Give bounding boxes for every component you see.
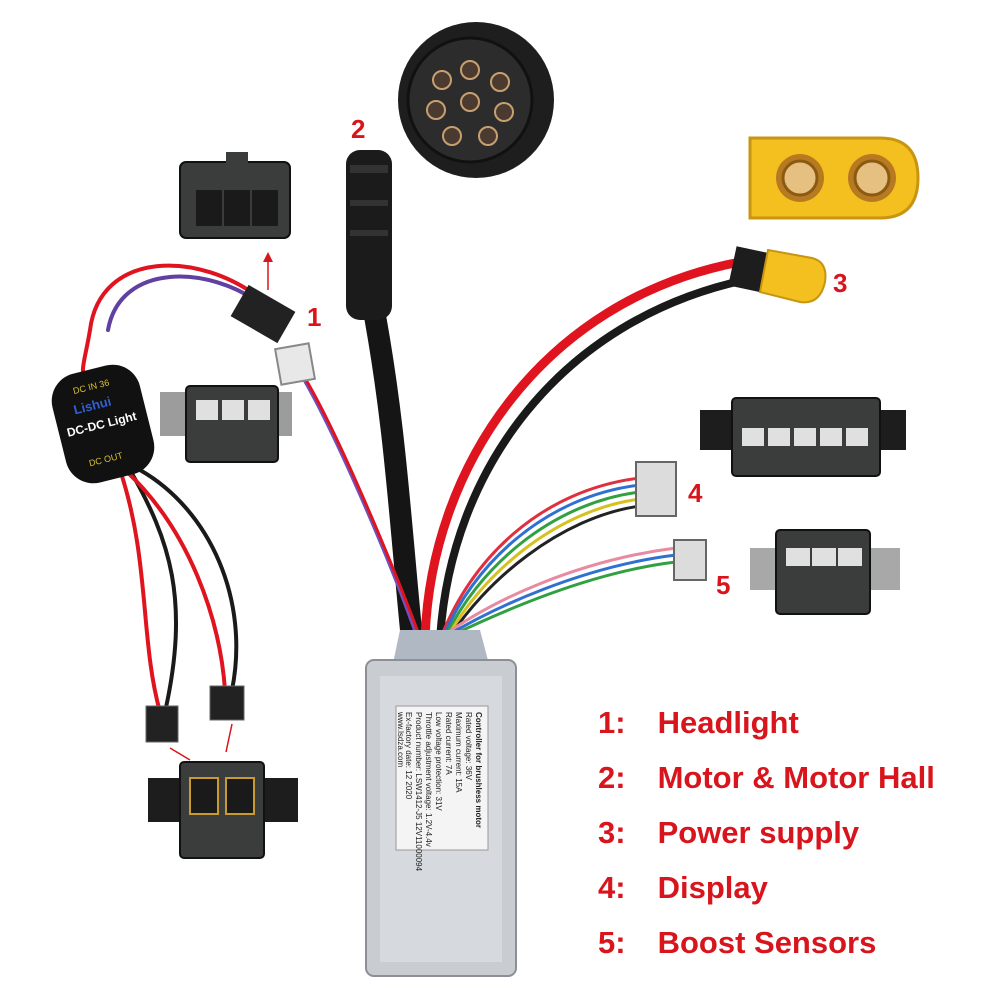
legend-item: 3: Power supply xyxy=(598,810,988,865)
legend-label: Motor & Motor Hall xyxy=(657,760,935,795)
callout-1: 1 xyxy=(307,302,322,332)
legend-number: 4: xyxy=(598,870,626,905)
callout-3: 3 xyxy=(833,268,848,298)
controller-label-line: www.lsdza.com xyxy=(396,711,405,767)
controller-label-line: Ex-factory date: 12 2020 xyxy=(404,712,413,800)
legend-item: 2: Motor & Motor Hall xyxy=(598,755,988,810)
legend: 1: Headlight 2: Motor & Motor Hall 3: Power… xyxy=(598,700,988,975)
controller-label-line: Rated current: 7A xyxy=(444,712,453,775)
legend-item: 5: Boost Sensors xyxy=(598,920,988,975)
motor-plug xyxy=(346,150,392,320)
legend-number: 5: xyxy=(598,925,626,960)
callout-4: 4 xyxy=(688,478,703,508)
callout-2: 2 xyxy=(351,114,366,144)
xt60-plug xyxy=(728,246,827,304)
display-socket xyxy=(700,397,906,477)
arrow-up-head xyxy=(263,252,273,262)
boost-sensor-socket xyxy=(750,529,900,615)
motor-connector-face xyxy=(398,22,554,178)
xt60-face xyxy=(748,136,920,220)
callout-5: 5 xyxy=(716,570,731,600)
headlight-connector-face xyxy=(179,152,291,239)
legend-label: Boost Sensors xyxy=(657,925,877,960)
legend-item: 1: Headlight xyxy=(598,700,988,755)
arrow-left-plug xyxy=(169,747,191,761)
legend-number: 1: xyxy=(598,705,626,740)
display-plug xyxy=(635,461,677,517)
dc-dc-converter: DC IN 36 Lishui DC-DC Light DC OUT xyxy=(51,364,155,484)
legend-label: Headlight xyxy=(657,705,799,740)
legend-label: Power supply xyxy=(657,815,860,850)
headlight-socket xyxy=(160,385,292,463)
headlight-plug xyxy=(230,284,317,386)
arrow-right-plug xyxy=(225,723,233,753)
controller-label-line: Product number: LSW1412-J5 12V11000094 xyxy=(414,712,423,872)
legend-item: 4: Display xyxy=(598,865,988,920)
wires xyxy=(80,257,749,714)
legend-number: 3: xyxy=(598,815,626,850)
controller-label-line: Maximum current: 15A xyxy=(454,712,463,793)
legend-number: 2: xyxy=(598,760,626,795)
controller-label-line: Rated voltage: 36V xyxy=(464,712,473,781)
controller-label-line: Low voltage protection: 31V xyxy=(434,712,443,811)
controller-box: Controller for brushless motor Rated vol… xyxy=(365,630,517,977)
controller-label-line: Throttle adjustment voltage: 1.2V-4.4v xyxy=(424,712,433,847)
converter-output-plugs xyxy=(145,685,245,743)
boost-sensor-plug xyxy=(673,539,707,581)
converter-output-socket xyxy=(148,761,298,859)
controller-label-title: Controller for brushless motor xyxy=(474,712,483,828)
legend-label: Display xyxy=(657,870,768,905)
